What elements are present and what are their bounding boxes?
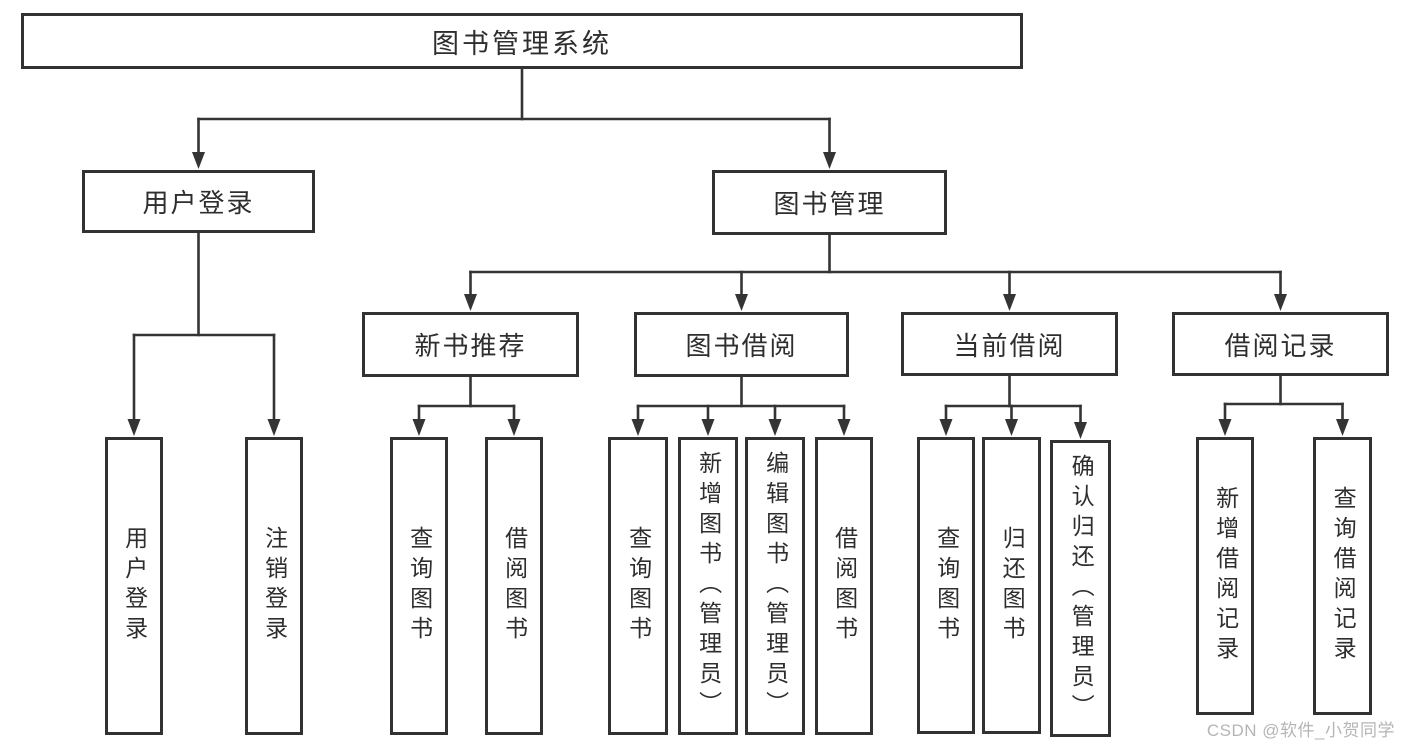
node-add-borrowing-record: 新增借阅记录: [1196, 437, 1254, 715]
node-current-borrowing: 当前借阅: [901, 312, 1118, 376]
node-logout-action: 注销登录: [245, 437, 303, 735]
node-query-books-recommend: 查询图书: [390, 437, 448, 735]
arrowhead-icon: [1005, 419, 1018, 436]
arrowhead-icon: [192, 152, 205, 169]
arrowhead-icon: [127, 419, 141, 436]
node-user-login: 用户登录: [82, 170, 315, 233]
arrowhead-icon: [464, 294, 477, 311]
node-label-query-books-recommend: 查询图书: [406, 526, 433, 646]
node-confirm-return-admin: 确认归还（管理员）: [1050, 440, 1111, 737]
node-new-book-recommendation: 新书推荐: [362, 312, 579, 377]
node-label-new-book-recommendation: 新书推荐: [414, 331, 527, 361]
node-query-borrowing-record: 查询借阅记录: [1313, 437, 1372, 715]
watermark-text: CSDN @软件_小贺同学: [1206, 721, 1395, 740]
node-label-borrow-books-recommend: 借阅图书: [501, 526, 528, 646]
node-book-borrowing: 图书借阅: [634, 312, 849, 377]
arrowhead-icon: [939, 419, 953, 436]
node-label-add-borrowing-record: 新增借阅记录: [1212, 486, 1239, 666]
node-book-management: 图书管理: [712, 170, 947, 235]
node-edit-books-admin: 编辑图书（管理员）: [745, 437, 805, 735]
arrowhead-icon: [631, 419, 645, 436]
node-borrow-books-recommend: 借阅图书: [485, 437, 543, 735]
node-label-return-books: 归还图书: [999, 525, 1026, 646]
arrowhead-icon: [701, 419, 715, 436]
node-label-query-books-current: 查询图书: [933, 525, 960, 646]
node-label-book-borrowing: 图书借阅: [685, 331, 798, 361]
node-query-books-borrowing: 查询图书: [608, 437, 668, 735]
node-label-logout-action: 注销登录: [261, 526, 288, 646]
node-label-query-books-borrowing: 查询图书: [625, 526, 652, 646]
node-query-books-current: 查询图书: [917, 437, 975, 734]
node-label-borrow-books-borrowing: 借阅图书: [831, 526, 858, 646]
arrowhead-icon: [1274, 294, 1287, 311]
node-label-current-borrowing: 当前借阅: [953, 330, 1066, 361]
node-borrow-books-borrowing: 借阅图书: [815, 437, 873, 735]
node-label-confirm-return-admin: 确认归还（管理员）: [1068, 453, 1095, 724]
arrowhead-icon: [412, 419, 426, 436]
node-label-edit-books-admin: 编辑图书（管理员）: [762, 451, 789, 721]
node-label-book-management: 图书管理: [773, 189, 886, 219]
node-label-add-books-admin: 新增图书（管理员）: [695, 451, 722, 721]
arrowhead-icon: [507, 419, 521, 436]
arrowhead-icon: [735, 294, 748, 311]
node-library-management-system: 图书管理系统: [21, 13, 1023, 69]
node-label-query-borrowing-record: 查询借阅记录: [1330, 486, 1357, 666]
node-add-books-admin: 新增图书（管理员）: [678, 437, 738, 735]
arrowhead-icon: [1218, 419, 1232, 436]
node-label-library-management-system: 图书管理系统: [432, 28, 612, 59]
node-borrowing-records: 借阅记录: [1172, 312, 1389, 376]
node-user-login-action: 用户登录: [105, 437, 163, 735]
arrowhead-icon: [1074, 422, 1087, 439]
node-label-borrowing-records: 借阅记录: [1224, 330, 1337, 361]
node-return-books: 归还图书: [982, 437, 1041, 734]
node-label-user-login: 用户登录: [142, 188, 255, 218]
arrowhead-icon: [1336, 419, 1349, 436]
arrowhead-icon: [768, 419, 782, 436]
node-label-user-login-action: 用户登录: [121, 526, 148, 646]
arrowhead-icon: [837, 419, 851, 436]
arrowhead-icon: [823, 152, 836, 169]
arrowhead-icon: [1003, 294, 1016, 311]
arrowhead-icon: [267, 419, 281, 436]
